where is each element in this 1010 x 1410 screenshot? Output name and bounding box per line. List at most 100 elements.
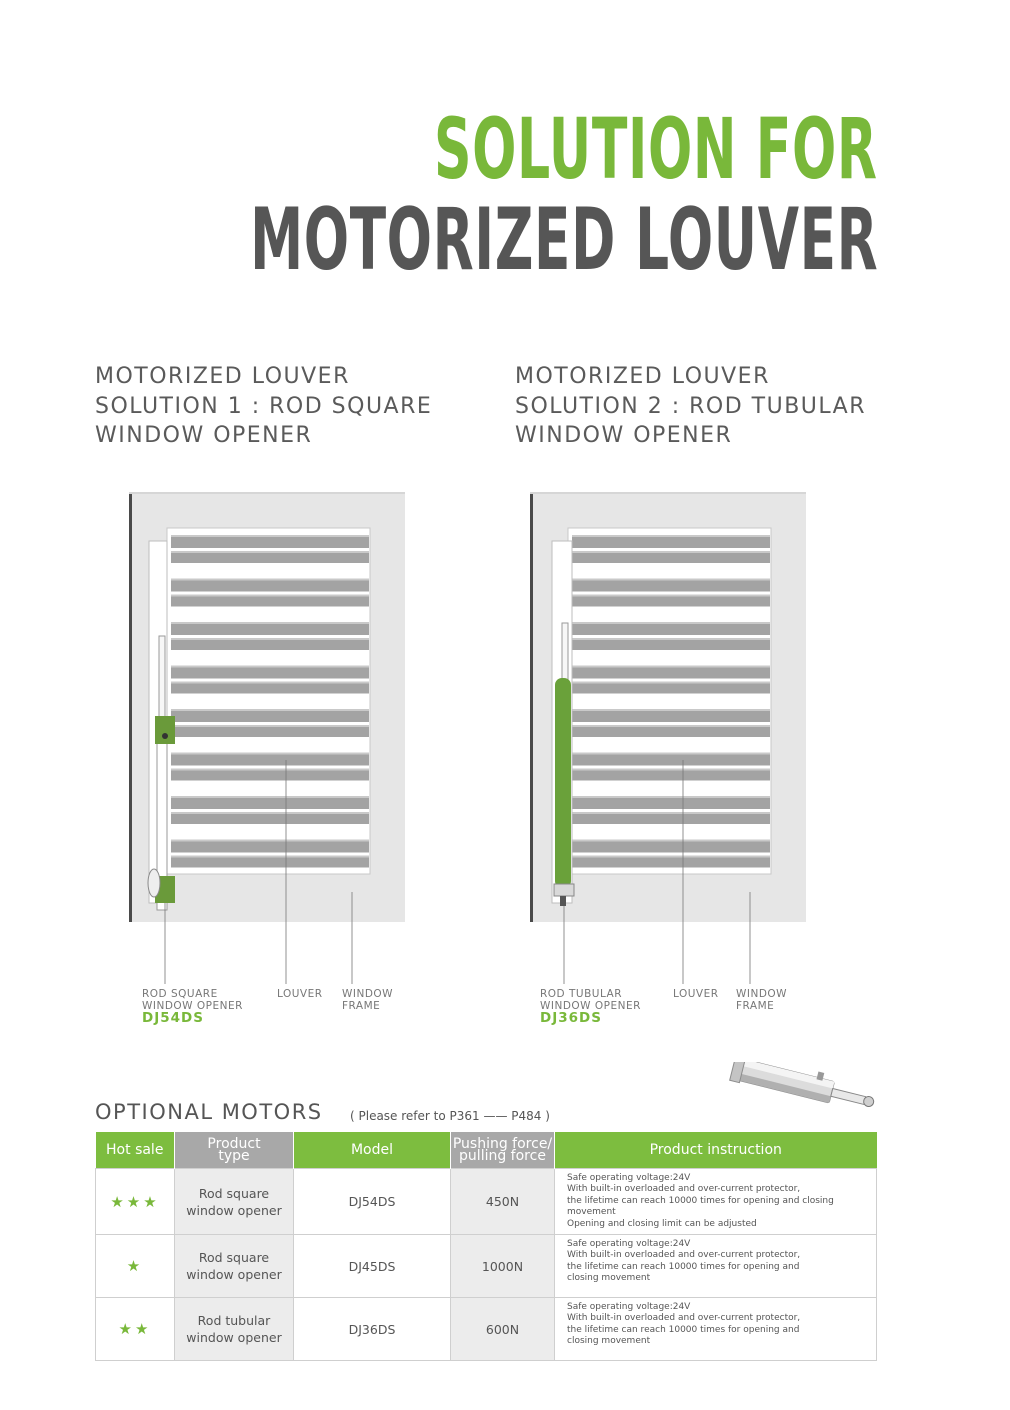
- louver-slat: [171, 638, 369, 650]
- louver-slat: [171, 551, 369, 563]
- louver-slat-highlight: [572, 551, 770, 553]
- louver-slat: [171, 752, 369, 766]
- louver-slats: [171, 535, 369, 868]
- louver-slat-highlight: [572, 855, 770, 858]
- louver-slat: [171, 725, 369, 737]
- louver-slat-highlight: [572, 638, 770, 640]
- louver-slat-highlight: [572, 725, 770, 727]
- solution-1-line: MOTORIZED LOUVER: [95, 364, 350, 389]
- louver-slat-highlight: [171, 725, 369, 727]
- louver-slat-highlight: [171, 578, 369, 581]
- louver-slat: [171, 622, 369, 635]
- louver-slat-highlight: [171, 752, 369, 755]
- actuator-product-image: [729, 1062, 875, 1108]
- louver-slat-highlight: [572, 709, 770, 711]
- louver-slat: [572, 665, 770, 679]
- louver-slat: [572, 681, 770, 694]
- rod-tubular-window-opener: [551, 540, 575, 906]
- louver-slat: [171, 681, 369, 694]
- callout-text: WINDOW OPENER: [142, 999, 243, 1012]
- callout-opener-1: ROD SQUARE WINDOW OPENER DJ54DS: [142, 988, 243, 1025]
- louver-slat: [572, 578, 770, 592]
- louver-slat-highlight: [572, 796, 770, 798]
- force-cell: 600N: [450, 1297, 555, 1362]
- solution-2-heading: MOTORIZED LOUVER SOLUTION 2 : ROD TUBULA…: [515, 362, 866, 451]
- optional-motors-title: OPTIONAL MOTORS: [95, 1100, 323, 1124]
- headline-line-1: SOLUTION FOR: [434, 100, 878, 198]
- hot-sale-stars: ★: [95, 1234, 175, 1299]
- header-hot-sale: Hot sale: [95, 1132, 175, 1169]
- header-force: Pushing force/pulling force: [450, 1132, 555, 1169]
- louver-slat: [572, 839, 770, 853]
- louver-slat: [171, 578, 369, 592]
- callout-frame-2: WINDOW FRAME: [736, 988, 787, 1012]
- louver-slat: [572, 594, 770, 607]
- louver-slat-highlight: [171, 681, 369, 684]
- louver-slat: [171, 535, 369, 548]
- callout-louver-1: LOUVER: [277, 988, 323, 1000]
- louver-slat-highlight: [171, 535, 369, 537]
- louver-slat-highlight: [572, 681, 770, 684]
- louver-slat: [572, 768, 770, 781]
- louver-slat-highlight: [171, 665, 369, 668]
- louver-slat-highlight: [171, 768, 369, 771]
- louver-slat-highlight: [171, 709, 369, 711]
- callout-opener-2: ROD TUBULAR WINDOW OPENER DJ36DS: [540, 988, 641, 1026]
- solution-2-line: WINDOW OPENER: [515, 423, 733, 448]
- louver-slat-highlight: [171, 839, 369, 842]
- solution-1-line: SOLUTION 1 : ROD SQUARE: [95, 393, 433, 419]
- louver-slat: [572, 535, 770, 548]
- louver-slat-highlight: [171, 796, 369, 798]
- louver-slat-highlight: [572, 535, 770, 537]
- header-model: Model: [293, 1132, 451, 1169]
- louver-slat: [572, 638, 770, 650]
- louver-slat-highlight: [572, 839, 770, 842]
- callout-text: WINDOW OPENER: [540, 999, 641, 1012]
- callout-model: DJ36DS: [540, 1010, 602, 1026]
- louver-slat-highlight: [572, 752, 770, 755]
- louver-slat: [171, 855, 369, 868]
- force-cell: 1000N: [450, 1234, 555, 1299]
- model-cell: DJ45DS: [293, 1234, 451, 1299]
- louver-slat-highlight: [572, 812, 770, 814]
- louver-slat: [572, 622, 770, 635]
- louver-slat: [171, 665, 369, 679]
- model-cell: DJ36DS: [293, 1297, 451, 1362]
- louver-slat-highlight: [171, 855, 369, 858]
- louver-slat: [171, 812, 369, 824]
- hot-sale-stars: ★★: [95, 1297, 175, 1362]
- header-instruction: Product instruction: [554, 1132, 877, 1169]
- page-reference: ( Please refer to P361 —— P484 ): [350, 1109, 550, 1123]
- louver-slat: [171, 796, 369, 809]
- rod-square-window-opener: [147, 540, 175, 911]
- solution-2-line: MOTORIZED LOUVER: [515, 364, 770, 389]
- louver-slat: [171, 594, 369, 607]
- solution-1-line: WINDOW OPENER: [95, 423, 313, 448]
- headline-line-2: MOTORIZED LOUVER: [249, 190, 878, 290]
- louver-slat-highlight: [572, 594, 770, 597]
- louver-slat-highlight: [171, 638, 369, 640]
- callout-louver-2: LOUVER: [673, 988, 719, 1000]
- callout-text: FRAME: [342, 999, 381, 1012]
- louver-slat-highlight: [171, 594, 369, 597]
- louver-slat: [572, 752, 770, 766]
- louver-slat: [171, 839, 369, 853]
- callout-text: WINDOW: [342, 988, 394, 1000]
- louver-slat-highlight: [572, 768, 770, 771]
- louver-slats: [572, 535, 770, 868]
- louver-slat-highlight: [572, 665, 770, 668]
- louver-slat-highlight: [171, 551, 369, 553]
- louver-illustration-rod-tubular: [530, 492, 806, 984]
- louver-slat: [171, 768, 369, 781]
- model-cell: DJ54DS: [293, 1167, 451, 1236]
- solution-1-heading: MOTORIZED LOUVER SOLUTION 1 : ROD SQUARE…: [95, 362, 432, 451]
- louver-slat-highlight: [171, 812, 369, 814]
- louver-slat-highlight: [572, 578, 770, 581]
